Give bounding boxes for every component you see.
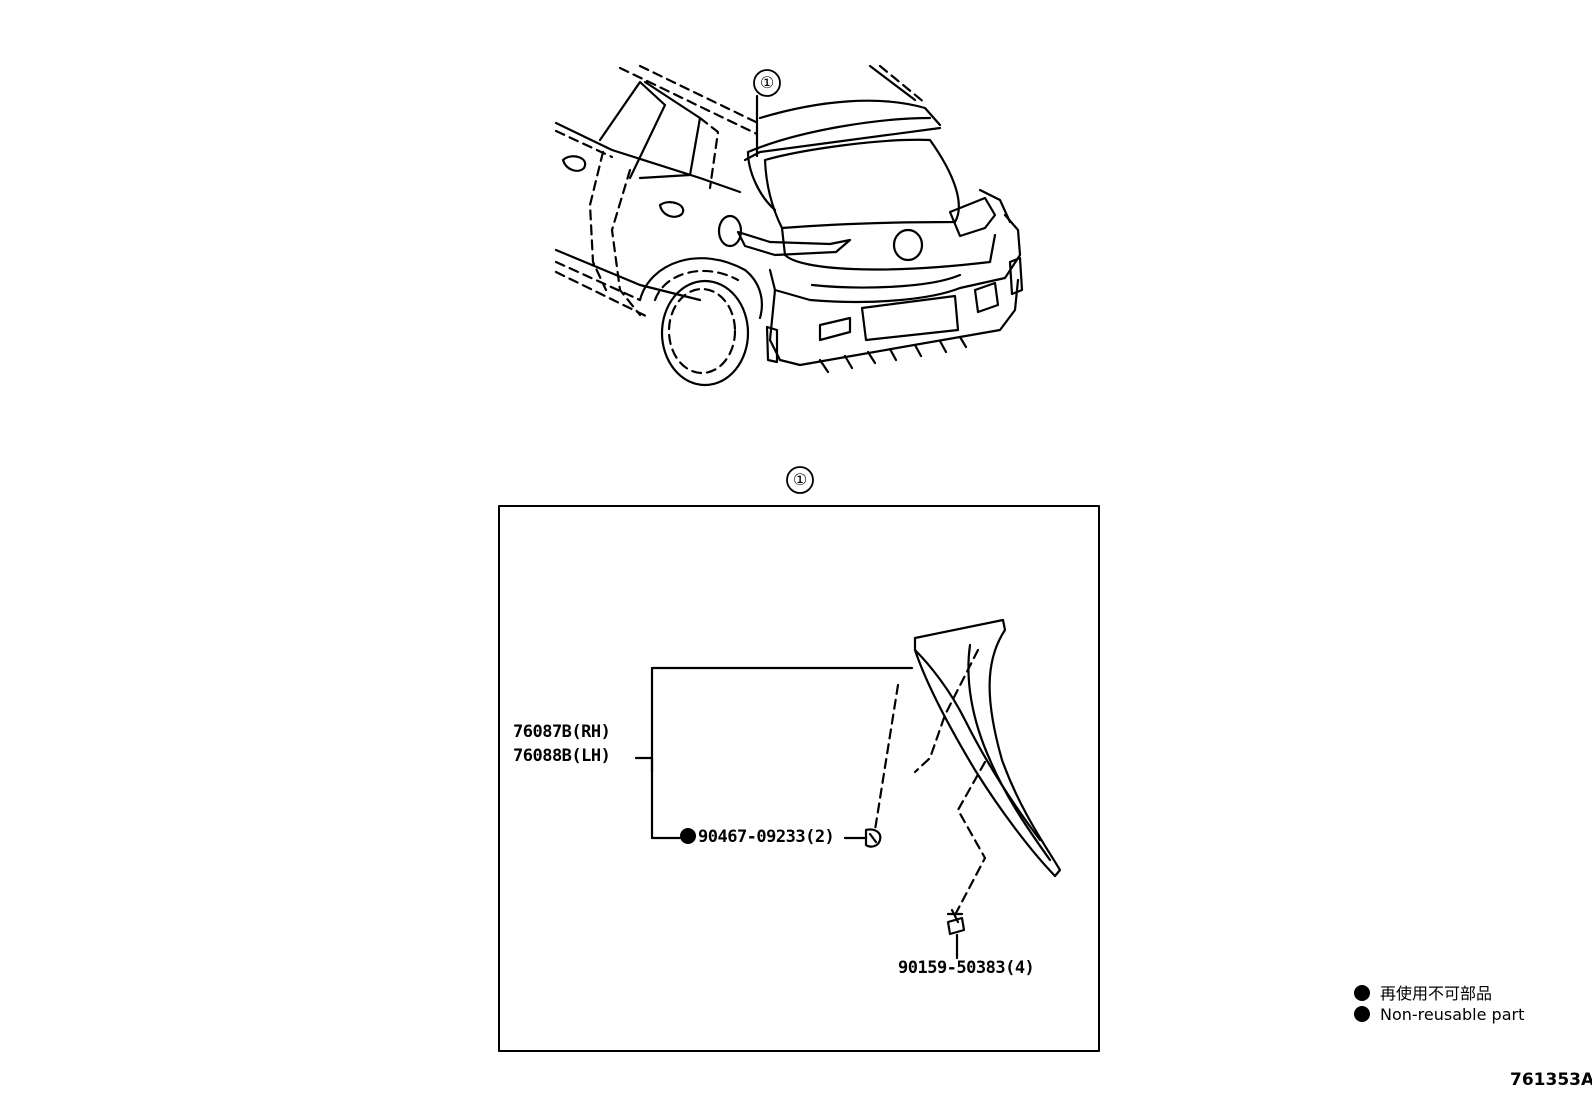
detail-box: [498, 505, 1100, 1052]
illustration-code: 761353A: [1510, 1070, 1592, 1090]
side-spoiler-part-illustration: [873, 618, 1062, 917]
non-reusable-marker-icon: [1354, 1006, 1370, 1022]
legend-en: Non-reusable part: [1354, 1005, 1524, 1024]
car-rear-view: [554, 64, 1024, 387]
top-callout-label: ①: [759, 73, 775, 92]
part-number-main-lh: 76088B(LH): [513, 746, 611, 766]
top-callout-circle: [753, 69, 781, 97]
part-number-screw: 90159-50383(4): [898, 958, 1035, 978]
clip-fastener-illustration: [864, 828, 882, 848]
detail-callout-label: ①: [792, 470, 808, 489]
legend-jp: 再使用不可部品: [1354, 980, 1492, 1004]
screw-fastener-illustration: [946, 908, 966, 936]
non-reusable-marker-icon: [680, 828, 696, 844]
part-number-main-rh: 76087B(RH): [513, 722, 611, 742]
part-number-clip: 90467-09233(2): [680, 827, 835, 847]
non-reusable-marker-icon: [1354, 985, 1370, 1001]
detail-callout-circle: [786, 466, 814, 494]
leader-lines: [634, 666, 959, 960]
